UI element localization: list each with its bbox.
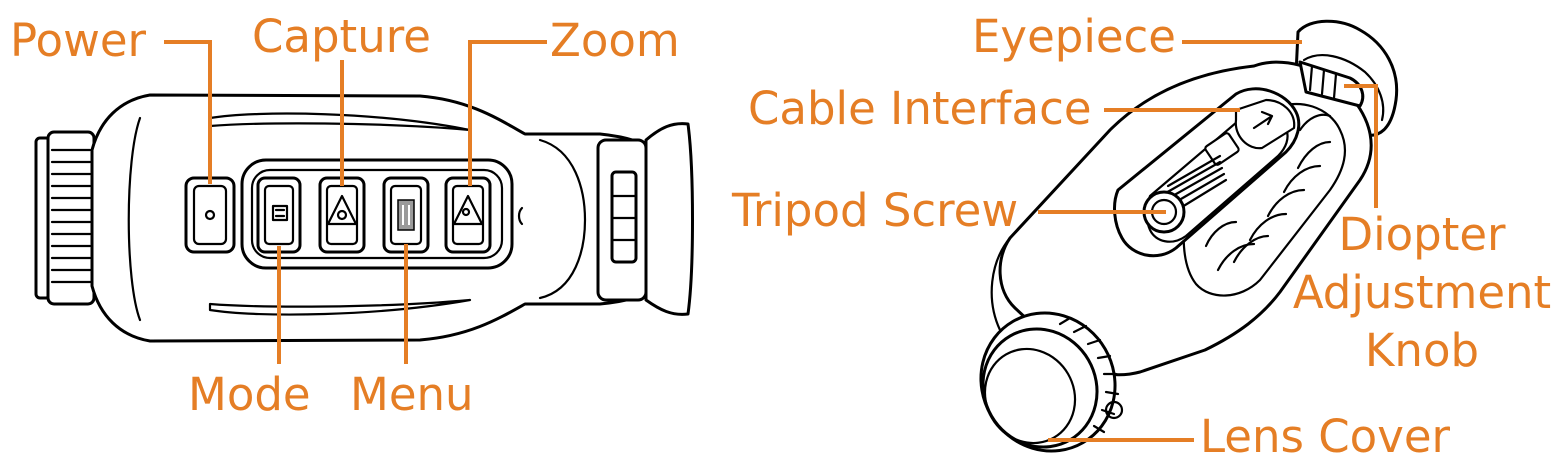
lens-cover-label: Lens Cover: [1200, 410, 1451, 463]
right-device-angled-view: [956, 19, 1399, 465]
menu-button[interactable]: [382, 176, 430, 254]
diopter-knob[interactable]: [1298, 60, 1365, 108]
capture-button[interactable]: [318, 176, 366, 254]
menu-label: Menu: [350, 368, 474, 421]
zoom-label: Zoom: [550, 14, 680, 67]
left-device-top-view: [34, 93, 694, 343]
diopter-leader: [1344, 84, 1378, 208]
mode-label: Mode: [188, 368, 311, 421]
power-leader: [164, 40, 212, 184]
mode-button[interactable]: [256, 176, 302, 254]
cable-interface-label: Cable Interface: [748, 82, 1092, 135]
diopter-label-line2: Adjustment: [1292, 266, 1552, 319]
eyepiece-label: Eyepiece: [972, 10, 1176, 63]
power-label: Power: [10, 14, 147, 67]
tripod-screw-label: Tripod Screw: [732, 184, 1019, 237]
diopter-label-line1: Diopter: [1338, 208, 1506, 261]
capture-label: Capture: [252, 10, 431, 63]
lens-cover[interactable]: [956, 288, 1140, 465]
zoom-button[interactable]: [444, 176, 492, 254]
cable-interface-port[interactable]: [1204, 98, 1296, 166]
zoom-leader: [468, 40, 547, 186]
diopter-label-line3: Knob: [1364, 324, 1480, 377]
left-leader-lines: [164, 40, 547, 364]
front-lens-ring: [34, 130, 96, 306]
right-leader-lines: [1038, 40, 1378, 442]
power-button[interactable]: [184, 176, 236, 254]
left-eyecup: [644, 122, 694, 316]
